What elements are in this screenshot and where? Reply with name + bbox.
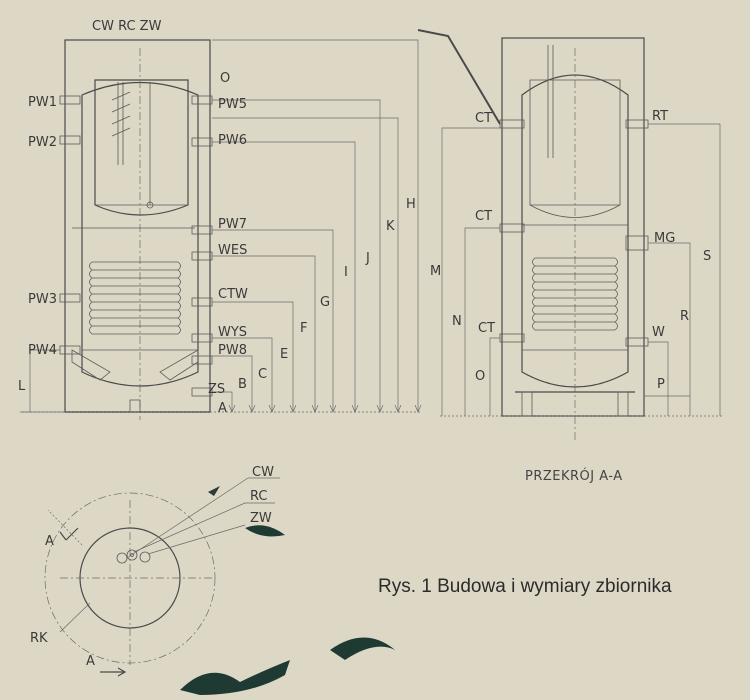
label-cw-rc-zw: CW RC ZW	[92, 19, 162, 34]
front-labels: CW RC ZW O PW1 PW2 PW3 PW4 PW5 PW6 PW7 W…	[18, 19, 416, 416]
label-f: F	[300, 321, 307, 336]
front-tank	[81, 81, 199, 387]
section-tank	[521, 74, 629, 388]
label-ct-2: CT	[475, 209, 492, 224]
label-pw4: PW4	[28, 343, 57, 358]
label-pw7: PW7	[218, 217, 247, 232]
label-ct-1: CT	[475, 111, 492, 126]
section-labels: CT CT CT M N O RT MG S R W P PRZEKRÓJ A-…	[430, 109, 711, 484]
label-cw: CW	[252, 465, 274, 480]
label-a-upper: A	[45, 534, 54, 549]
label-m: M	[430, 264, 441, 279]
label-n: N	[452, 314, 462, 329]
section-title: PRZEKRÓJ A-A	[525, 468, 623, 484]
label-j: J	[365, 251, 370, 266]
label-rk: RK	[30, 631, 48, 646]
label-ct-3: CT	[478, 321, 495, 336]
label-r: R	[680, 309, 689, 324]
label-l: L	[18, 379, 26, 394]
label-pw3: PW3	[28, 292, 57, 307]
label-g: G	[320, 295, 330, 310]
ink-smudge	[330, 637, 395, 660]
front-inner-vessel	[94, 79, 189, 216]
label-pw1: PW1	[28, 95, 57, 110]
front-view	[20, 39, 422, 420]
label-p: P	[657, 377, 665, 392]
label-wes: WES	[218, 243, 247, 258]
label-a-lower: A	[86, 654, 95, 669]
label-mg: MG	[654, 231, 675, 246]
label-ctw: CTW	[218, 287, 248, 302]
plan-view	[44, 477, 280, 677]
section-view	[417, 29, 722, 440]
plan-labels: CW RC ZW RK A A	[30, 465, 274, 669]
label-h: H	[406, 197, 416, 212]
label-pw2: PW2	[28, 135, 57, 150]
label-w: W	[652, 325, 665, 340]
label-e: E	[280, 347, 288, 362]
label-pw6: PW6	[218, 133, 247, 148]
label-rc: RC	[250, 489, 267, 504]
label-rt: RT	[652, 109, 668, 124]
label-pw5: PW5	[218, 97, 247, 112]
label-a: A	[218, 401, 227, 416]
label-b: B	[238, 377, 247, 392]
label-wys: WYS	[218, 325, 247, 340]
label-o-left: O	[220, 71, 230, 86]
label-c: C	[258, 367, 267, 382]
label-s: S	[703, 249, 711, 264]
label-o-right: O	[475, 369, 485, 384]
ink-smudge-2	[180, 660, 290, 695]
front-coil	[89, 261, 181, 335]
label-zw: ZW	[250, 511, 272, 526]
label-pw8: PW8	[218, 343, 247, 358]
label-i: I	[344, 265, 348, 280]
label-k: K	[386, 219, 395, 234]
figure-caption: Rys. 1 Budowa i wymiary zbiornika	[378, 576, 672, 597]
label-zs: ZS	[208, 382, 225, 397]
